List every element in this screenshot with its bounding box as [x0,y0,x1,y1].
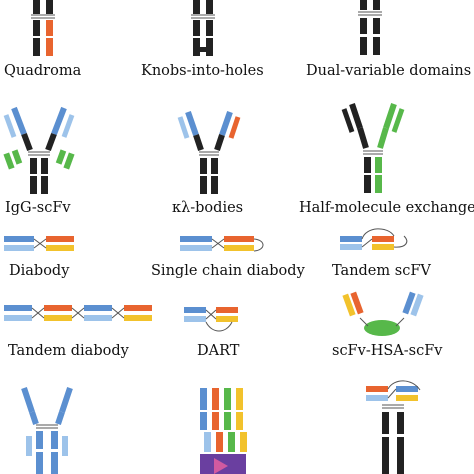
knobs-into-holes-diagram [191,0,215,56]
label-scfv-hsa-scfv: scFv-HSA-scFv [332,343,443,359]
label-tandem-diabody: Tandem diabody [8,343,130,359]
bottom-center-multivalent-diagram [200,388,247,474]
quadroma-diagram [31,0,55,56]
label-half-molecule-exchange: Half-molecule exchange [299,200,474,216]
half-molecule-exchange-diagram [341,103,405,193]
label-igg-scfv: IgG-scFv [5,200,71,216]
scfv-hsa-scfv-diagram [342,291,424,336]
tandem-scfv-diagram [340,228,408,250]
label-quadroma: Quadroma [4,63,82,79]
label-diabody: Diabody [9,263,70,279]
dart-diagram [184,307,238,332]
diabody-diagram [4,236,74,251]
label-single-chain-diabody: Single chain diabody [151,263,306,279]
tandem-diabody-diagram [4,305,152,321]
label-knobs-into-holes: Knobs-into-holes [141,63,264,79]
label-dart: DART [197,343,240,359]
label-dual-variable-domains: Dual-variable domains [306,63,471,79]
label-kappa-lambda-bodies: κλ-bodies [172,200,243,216]
single-chain-diabody-diagram [180,236,264,252]
dual-variable-domains-diagram [358,0,382,55]
kappa-lambda-bodies-diagram [177,111,241,194]
bottom-right-antibody-diagram [366,380,421,474]
igg-scfv-diagram [3,106,75,194]
bottom-left-antibody-diagram [21,387,73,474]
label-tandem-scfv: Tandem scFV [332,263,431,279]
